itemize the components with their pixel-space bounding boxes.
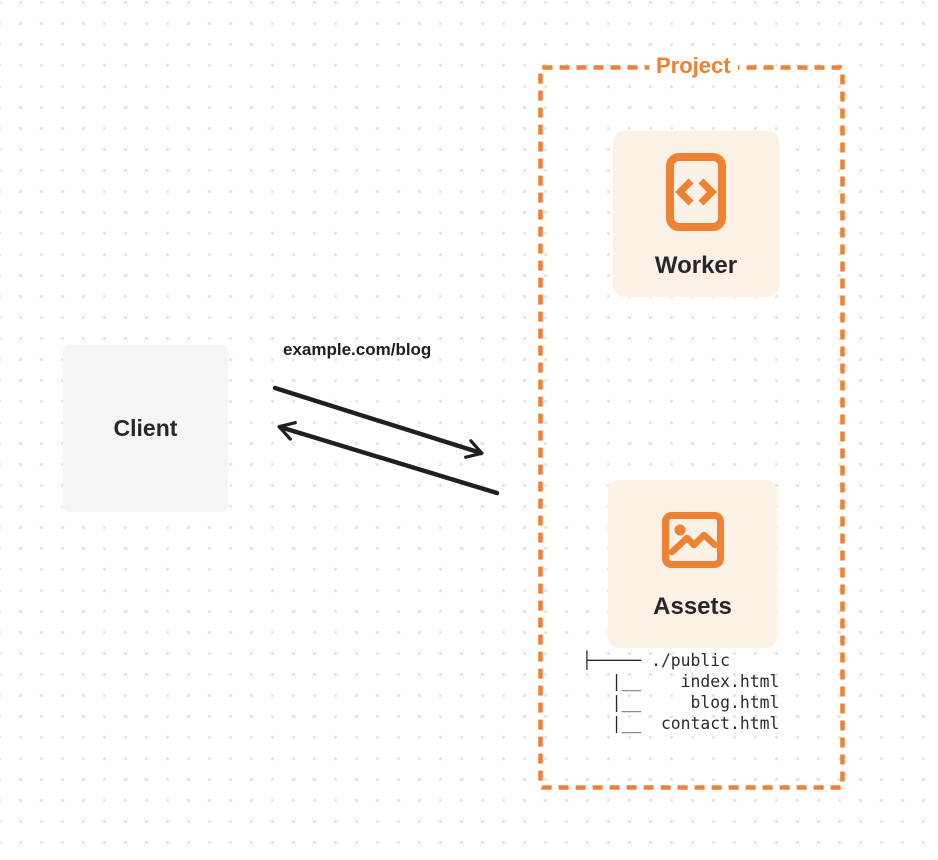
request-url-label: example.com/blog xyxy=(283,340,432,359)
request-arrow xyxy=(272,385,484,459)
file-tree-line-index: |__ index.html xyxy=(582,672,780,691)
worker-card: Worker xyxy=(613,131,779,297)
file-tree-line-public: ├───── ./public xyxy=(582,651,731,670)
worker-label: Worker xyxy=(654,252,738,279)
response-arrow xyxy=(277,421,500,496)
file-tree: ├───── ./public |__ index.html |__ blog.… xyxy=(582,650,779,734)
code-file-icon xyxy=(666,153,726,231)
project-label: Project xyxy=(649,51,738,81)
assets-label: Assets xyxy=(653,593,732,620)
assets-card: Assets xyxy=(608,480,777,648)
image-icon xyxy=(661,512,724,568)
client-node: Client xyxy=(63,345,228,512)
client-label: Client xyxy=(113,415,178,441)
file-tree-line-contact: |__ contact.html xyxy=(582,714,780,733)
file-tree-line-blog: |__ blog.html xyxy=(582,693,780,712)
